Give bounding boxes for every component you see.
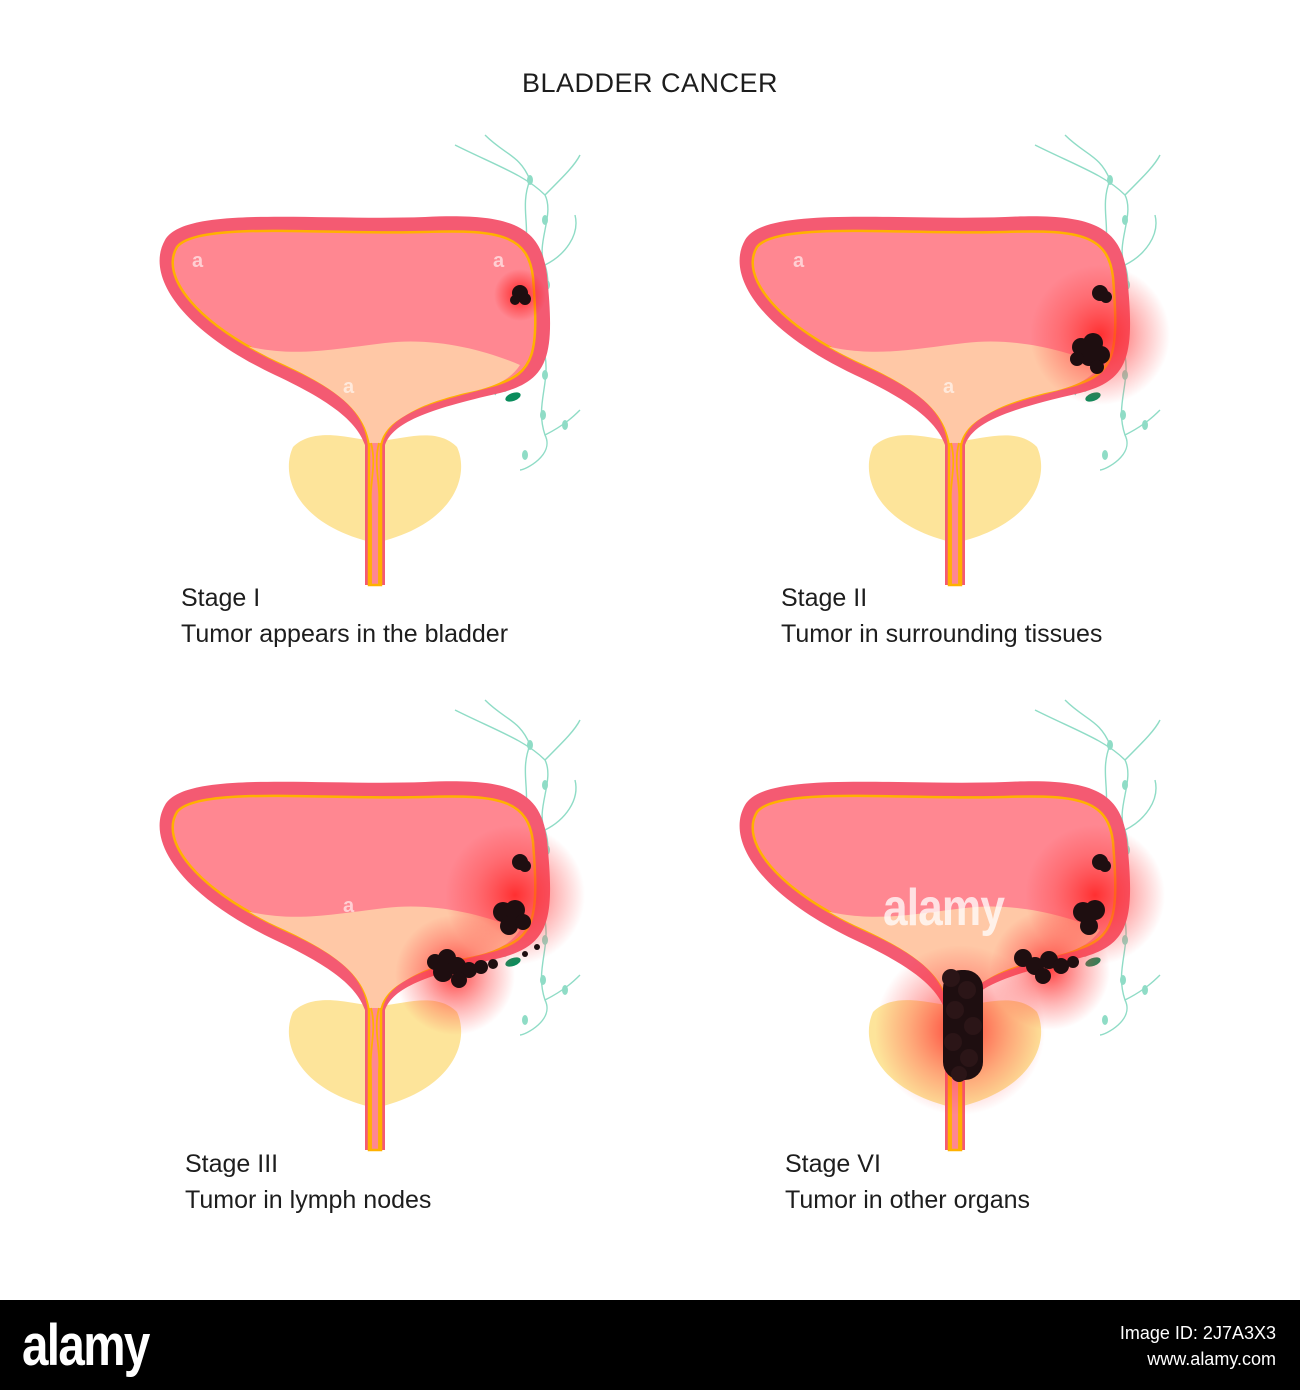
stage-2-description: Tumor in surrounding tissues <box>781 620 1103 648</box>
stage-2-bladder-illustration <box>705 125 1170 595</box>
site-url: www.alamy.com <box>1147 1349 1276 1369</box>
stage-4-tumor <box>875 825 1165 1115</box>
stage-2-label: Stage II <box>781 584 868 612</box>
stage-3-description: Tumor in lymph nodes <box>185 1186 432 1214</box>
stage-3-label: Stage III <box>185 1150 279 1178</box>
stage-4-panel: Stage VI Tumor in other organs <box>705 690 1265 1260</box>
stage-1-bladder-illustration <box>125 125 685 595</box>
watermark-mark: a <box>793 250 805 272</box>
footer-info: Image ID: 2J7A3X3 www.alamy.com <box>1120 1320 1276 1372</box>
image-id: Image ID: 2J7A3X3 <box>1119 1323 1276 1343</box>
stage-2-panel: Stage II Tumor in surrounding tissues <box>705 125 1265 695</box>
stage-4-label: Stage VI <box>785 1150 881 1178</box>
watermark-mark: a <box>343 376 355 398</box>
stage-2-tumor <box>1030 265 1170 405</box>
stage-1-label: Stage I <box>181 584 261 612</box>
stage-1-description: Tumor appears in the bladder <box>181 620 509 648</box>
stage-3-panel: Stage III Tumor in lymph nodes <box>125 690 685 1260</box>
stage-4-bladder-illustration <box>705 690 1165 1160</box>
stage-3-tumor <box>395 825 585 1035</box>
watermark-mark: a <box>192 250 204 272</box>
stage-3-bladder-illustration <box>125 690 585 1160</box>
stage-4-description: Tumor in other organs <box>785 1186 1031 1214</box>
watermark-mark: a <box>343 895 355 917</box>
watermark-center: alamy <box>883 879 1005 937</box>
watermark-mark: a <box>943 376 955 398</box>
watermark-mark: a <box>493 250 505 272</box>
footer-logo: alamy <box>22 1313 150 1378</box>
stage-1-tumor <box>494 269 546 321</box>
stage-1-panel: Stage I Tumor appears in the bladder <box>125 125 685 695</box>
footer-bar: alamy Image ID: 2J7A3X3 www.alamy.com <box>0 1300 1300 1390</box>
diagram-title: BLADDER CANCER <box>521 68 779 98</box>
